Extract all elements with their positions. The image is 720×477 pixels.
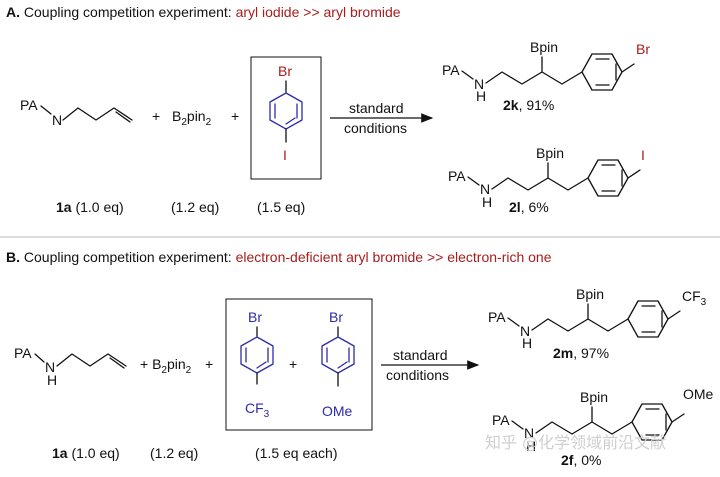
svg-text:N: N	[45, 359, 55, 375]
svg-text:Bpin: Bpin	[576, 286, 604, 302]
product-2m-structure: PA N H Bpin CF3	[488, 286, 707, 351]
svg-text:I: I	[641, 147, 645, 163]
svg-text:PA: PA	[448, 168, 466, 184]
b2pin2-a: B2pin2	[172, 108, 212, 128]
svg-text:Bpin: Bpin	[536, 145, 564, 161]
svg-text:PA: PA	[20, 97, 38, 113]
svg-text:N: N	[520, 323, 530, 339]
svg-text:Br: Br	[278, 63, 292, 79]
product-2k-structure: PA N H Bpin Br	[442, 39, 650, 104]
product-2k-label: 2k, 91%	[503, 97, 554, 113]
svg-text:Br: Br	[636, 41, 650, 57]
substrate-1a-b: PA N H	[14, 345, 127, 388]
substrate-1a-a: PA N	[20, 97, 133, 128]
plus-sign: +	[152, 108, 160, 124]
watermark-text: 知乎 @化学领域前沿文献	[485, 433, 666, 452]
b2pin2-b: + B2pin2	[140, 356, 192, 376]
svg-text:CF3: CF3	[682, 288, 707, 308]
plus-sign: +	[289, 356, 297, 372]
svg-text:PA: PA	[488, 309, 506, 325]
svg-text:Br: Br	[248, 309, 262, 325]
product-2f-label: 2f, 0%	[561, 452, 601, 468]
svg-text:Bpin: Bpin	[580, 389, 608, 405]
eq-1a-b: 1a (1.0 eq)	[52, 445, 120, 461]
svg-text:Bpin: Bpin	[530, 39, 558, 55]
svg-text:OMe: OMe	[322, 403, 353, 419]
svg-text:H: H	[482, 194, 492, 210]
svg-text:PA: PA	[442, 62, 460, 78]
bromoanisole: Br OMe	[321, 309, 355, 419]
svg-text:N: N	[524, 425, 534, 441]
arrow-label-bottom-b: conditions	[386, 367, 449, 383]
svg-text:N: N	[474, 76, 484, 92]
svg-text:N: N	[480, 181, 490, 197]
bromo-trifluoromethylbenzene: Br CF3	[240, 309, 274, 420]
svg-text:PA: PA	[492, 412, 510, 428]
aryl-halide-box-b	[225, 298, 373, 431]
svg-text:PA: PA	[14, 345, 32, 361]
svg-text:H: H	[526, 438, 536, 454]
plus-sign: +	[231, 108, 239, 124]
section-b-header: B. Coupling competition experiment: elec…	[6, 249, 552, 265]
section-a-header: A. Coupling competition experiment: aryl…	[6, 4, 401, 20]
svg-text:H: H	[522, 335, 532, 351]
plus-sign: +	[205, 356, 213, 372]
arrow-label-top-b: standard	[393, 347, 447, 363]
aryl-halide-box-a	[250, 56, 322, 180]
arrow-label-top-a: standard	[349, 100, 403, 116]
product-2l-label: 2l, 6%	[509, 199, 549, 215]
svg-text:H: H	[476, 88, 486, 104]
eq-1a-a: 1a (1.0 eq)	[56, 199, 124, 215]
product-2m-label: 2m, 97%	[553, 345, 609, 361]
eq-b2pin2-a: (1.2 eq)	[171, 199, 219, 215]
svg-text:I: I	[283, 147, 287, 163]
product-2l-structure: PA N H Bpin I	[448, 145, 645, 210]
svg-text:OMe: OMe	[683, 386, 714, 402]
product-2f-structure: PA N H Bpin OMe	[492, 386, 714, 454]
eq-b2pin2-b: (1.2 eq)	[150, 445, 198, 461]
svg-text:H: H	[47, 372, 57, 388]
bromoiodobenzene: Br I	[269, 63, 303, 163]
svg-text:CF3: CF3	[245, 400, 270, 420]
arrow-label-bottom-a: conditions	[344, 120, 407, 136]
svg-text:Br: Br	[329, 309, 343, 325]
svg-text:N: N	[52, 112, 62, 128]
eq-arylhalide-a: (1.5 eq)	[257, 199, 305, 215]
eq-arylhalide-b: (1.5 eq each)	[255, 445, 338, 461]
